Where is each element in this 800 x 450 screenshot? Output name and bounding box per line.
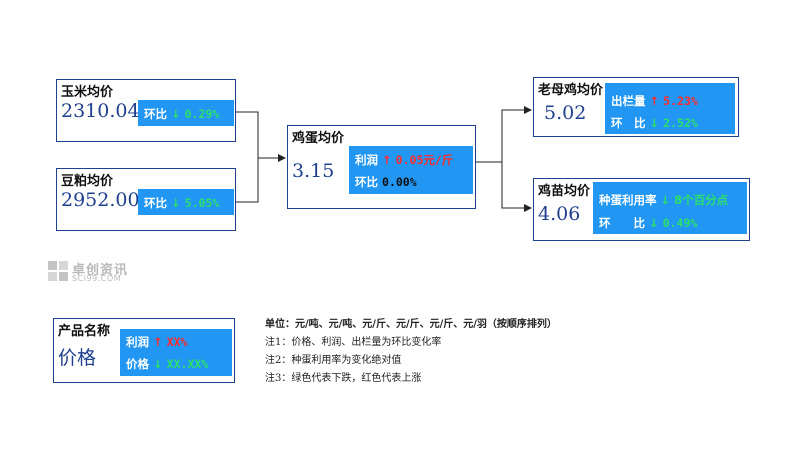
change-panel: 环比 ↓ 0.29% (138, 100, 234, 126)
change-value: XX.XX% (166, 357, 209, 371)
change-panel: 种蛋利用率 ↓ 8个百分点 环 比 ↓ 0.49% (593, 182, 747, 234)
down-arrow-icon: ↓ (171, 196, 181, 210)
connector-corn (236, 111, 259, 158)
note-3: 注3：绿色代表下跌，红色代表上涨 (265, 373, 422, 384)
node-title: 老母鸡均价 (538, 83, 604, 98)
change-label: 利润 (126, 335, 149, 349)
down-arrow-icon: ↓ (649, 116, 660, 130)
change-row: 环 比 ↓ 2.52% (611, 115, 698, 131)
legend-row-up: 利润 ↑ XX% (126, 334, 187, 350)
node-title: 玉米均价 (61, 85, 114, 100)
node-soymeal: 豆粕均价 2952.00 环比 ↓ 5.05% (56, 168, 236, 231)
node-title: 鸡苗均价 (538, 184, 591, 199)
legend-panel: 利润 ↑ XX% 价格 ↓ XX.XX% (120, 329, 232, 376)
note-unit: 单位：元/吨、元/吨、元/斤、元/斤、元/斤、元/羽（按顺序排列） (265, 319, 557, 330)
node-price: 2310.04 (61, 100, 140, 122)
change-label: 环比 (144, 196, 167, 210)
change-value: 0.00% (382, 175, 417, 189)
note-2: 注2：种蛋利用率为变化绝对值 (265, 355, 402, 366)
change-panel: 利润 ↑ 0.05元/斤 环比 0.00% (349, 146, 473, 194)
node-price: 5.02 (544, 102, 587, 124)
notes: 单位：元/吨、元/吨、元/斤、元/斤、元/斤、元/羽（按顺序排列） 注1：价格、… (265, 316, 557, 388)
watermark-url: SCI99.COM (72, 274, 122, 283)
change-row: 环比 ↓ 5.05% (144, 195, 219, 211)
change-value: 5.23% (663, 94, 698, 108)
up-arrow-icon: ↑ (382, 153, 392, 167)
change-row: 环 比 ↓ 0.49% (599, 215, 697, 231)
change-label: 出栏量 (611, 94, 646, 108)
legend-box: 产品名称 价格 利润 ↑ XX% 价格 ↓ XX.XX% (53, 318, 235, 383)
down-arrow-icon: ↓ (171, 107, 181, 121)
legend-price: 价格 (58, 347, 97, 369)
change-label: 种蛋利用率 (599, 193, 657, 207)
node-price: 3.15 (292, 160, 335, 182)
change-value: XX% (166, 335, 188, 349)
up-arrow-icon: ↑ (153, 335, 163, 349)
node-price: 2952.00 (61, 189, 140, 211)
node-chick: 鸡苗均价 4.06 种蛋利用率 ↓ 8个百分点 环 比 ↓ 0.49% (533, 178, 750, 241)
change-value: 8个百分点 (674, 193, 729, 207)
down-arrow-icon: ↓ (153, 357, 163, 371)
change-row: 环比 0.00% (355, 174, 417, 190)
legend-row-down: 价格 ↓ XX.XX% (126, 356, 208, 372)
connector-soymeal (236, 158, 259, 203)
down-arrow-icon: ↓ (649, 216, 659, 230)
note-1: 注1：价格、利润、出栏量为环比变化率 (265, 337, 442, 348)
node-title: 豆粕均价 (61, 174, 114, 189)
change-panel: 环比 ↓ 5.05% (138, 189, 234, 215)
change-label: 环 比 (611, 116, 646, 130)
change-value: 0.29% (184, 107, 220, 121)
profit-row: 利润 ↑ 0.05元/斤 (355, 152, 453, 168)
node-egg: 鸡蛋均价 3.15 利润 ↑ 0.05元/斤 环比 0.00% (287, 125, 476, 209)
node-price: 4.06 (538, 203, 581, 225)
legend-title: 产品名称 (58, 324, 111, 339)
change-label: 利润 (355, 153, 378, 167)
change-label: 环 比 (599, 216, 645, 230)
change-value: 0.49% (662, 216, 698, 230)
up-arrow-icon: ↑ (649, 94, 660, 108)
change-value: 2.52% (663, 116, 698, 130)
hatch-rate-row: 种蛋利用率 ↓ 8个百分点 (599, 192, 728, 208)
change-label: 环比 (144, 107, 167, 121)
change-row: 环比 ↓ 0.29% (144, 106, 219, 122)
connector-to-hen (501, 106, 532, 162)
logo-icon (48, 261, 68, 281)
watermark-text: 卓创资讯 (72, 263, 129, 278)
node-title: 鸡蛋均价 (292, 131, 345, 146)
change-panel: 出栏量 ↑ 5.23% 环 比 ↓ 2.52% (605, 83, 735, 134)
change-value: 0.05元/斤 (395, 153, 454, 167)
down-arrow-icon: ↓ (660, 193, 671, 207)
node-hen: 老母鸡均价 5.02 出栏量 ↑ 5.23% 环 比 ↓ 2.52% (533, 77, 739, 137)
change-label: 环比 (355, 175, 378, 189)
change-label: 价格 (126, 357, 149, 371)
output-row: 出栏量 ↑ 5.23% (611, 93, 698, 109)
connector-to-chick (501, 162, 532, 212)
node-corn: 玉米均价 2310.04 环比 ↓ 0.29% (56, 79, 236, 142)
change-value: 5.05% (184, 196, 220, 210)
